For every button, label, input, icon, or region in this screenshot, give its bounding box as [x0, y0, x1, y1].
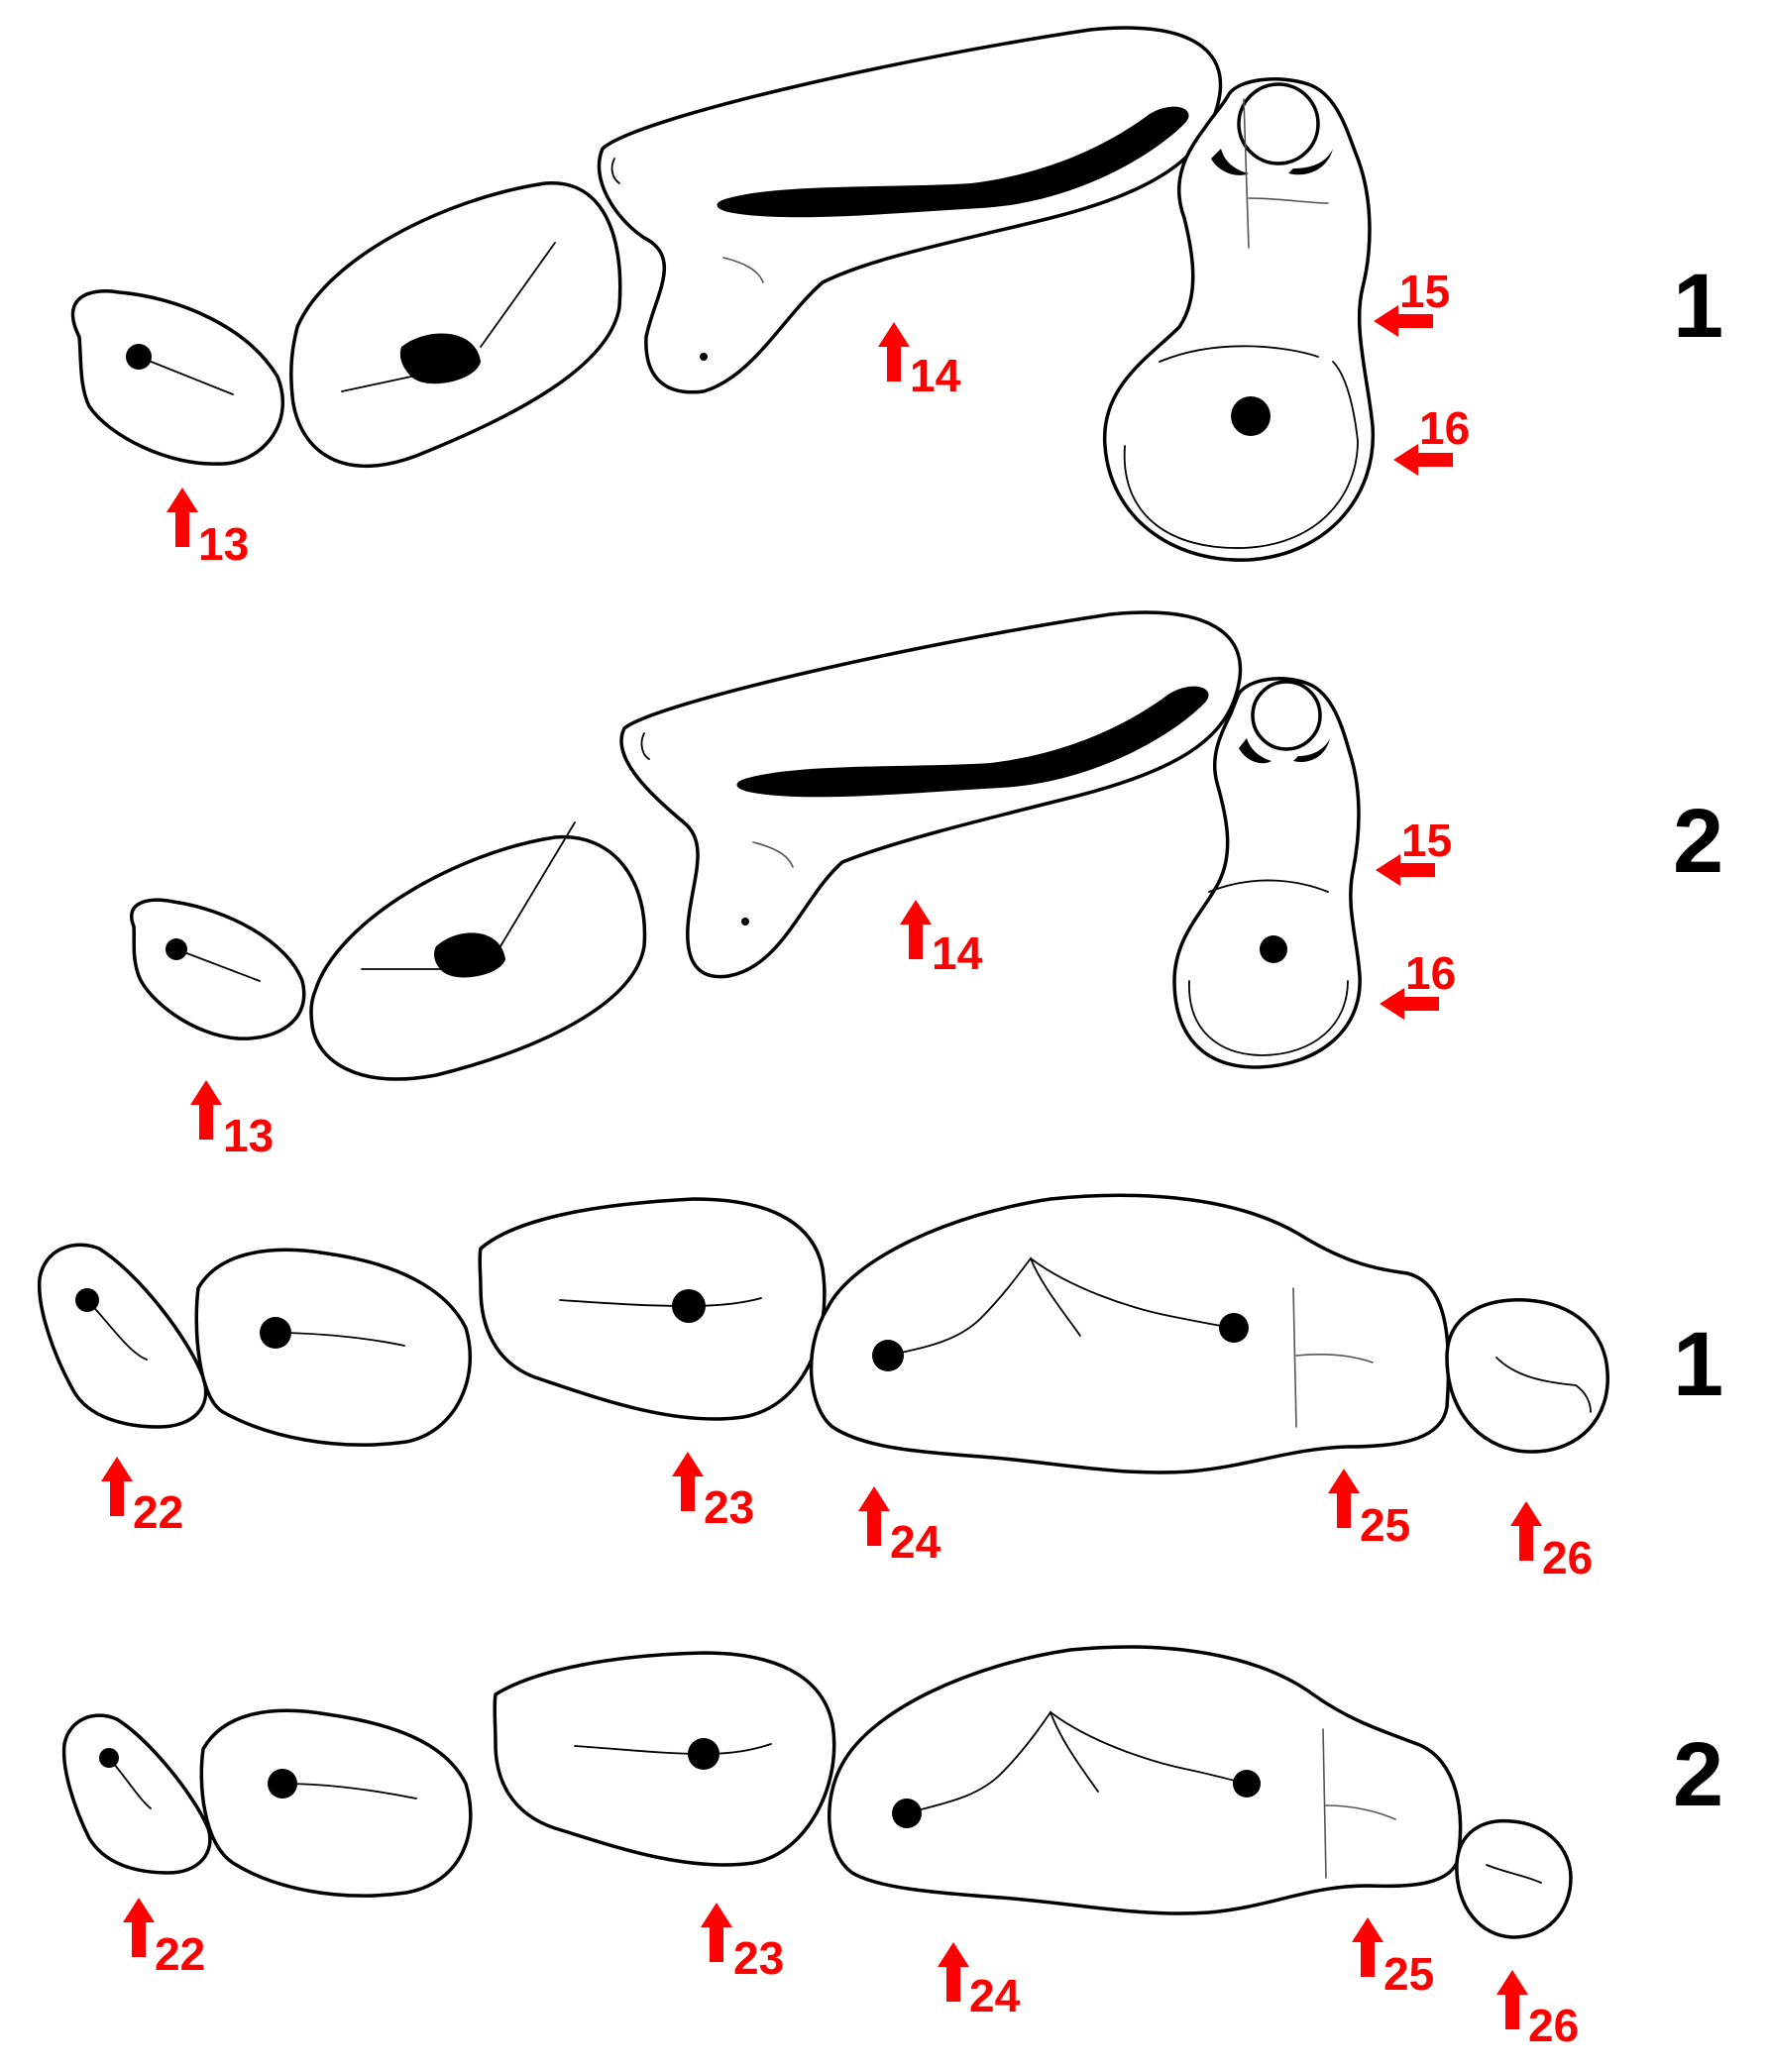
arrow-25-panel3	[1328, 1469, 1360, 1528]
panel-1: 13 14 15 16 1	[70, 26, 1723, 570]
arrow-label-25-panel4: 25	[1383, 1948, 1434, 2000]
arrow-13-panel1	[166, 488, 198, 547]
bone-24-25	[827, 1645, 1463, 1915]
arrow-23-panel3	[672, 1452, 704, 1511]
arrow-14-panel1	[878, 322, 910, 382]
bone-14a	[289, 181, 622, 468]
arrow-label-14-panel1: 14	[910, 350, 961, 401]
arrow-22-panel4	[123, 1898, 155, 1957]
bone-26	[1455, 1818, 1573, 1939]
arrow-label-22-panel3: 22	[133, 1486, 183, 1538]
arrow-label-26-panel4: 26	[1528, 2000, 1579, 2051]
arrow-label-22-panel4: 22	[155, 1928, 205, 1980]
arrow-label-14-panel2: 14	[932, 927, 983, 979]
bone-14	[619, 610, 1243, 979]
arrow-22-panel3	[101, 1457, 133, 1516]
panel-label-2-bottom: 2	[1673, 1724, 1723, 1825]
bone-13	[70, 289, 284, 466]
bone-15-16	[1103, 77, 1376, 562]
arrow-label-16-panel1: 16	[1419, 402, 1470, 454]
arrow-26-panel3	[1510, 1501, 1542, 1561]
arrow-23-panel4	[701, 1903, 732, 1962]
arrow-25-panel4	[1352, 1917, 1383, 1977]
arrow-label-24-panel3: 24	[890, 1516, 941, 1568]
arrow-label-15-panel1: 15	[1399, 266, 1450, 317]
panel-label-2-second: 2	[1673, 791, 1723, 892]
arrow-label-15-panel2: 15	[1401, 815, 1452, 866]
arrow-26-panel4	[1496, 1970, 1528, 2029]
bone-23	[478, 1197, 827, 1421]
arrow-14-panel2	[900, 900, 932, 959]
arrow-label-23-panel4: 23	[733, 1932, 784, 1984]
arrow-label-13-panel2: 13	[223, 1110, 274, 1161]
arrow-label-24-panel4: 24	[969, 1970, 1021, 2021]
arrow-label-13-panel1: 13	[198, 518, 249, 570]
arrow-24-panel4	[938, 1942, 969, 2002]
bone-24-25	[809, 1193, 1451, 1474]
arrow-label-25-panel3: 25	[1360, 1499, 1410, 1551]
arrow-13-panel2	[190, 1080, 222, 1140]
panel-label-1-third: 1	[1673, 1314, 1723, 1415]
arrow-label-16-panel2: 16	[1405, 947, 1456, 999]
bone-22b	[199, 1708, 473, 1898]
panel-2: 13 14 15 16 2	[130, 610, 1723, 1161]
panel-4: 22 23 24 25 26 2	[61, 1645, 1723, 2051]
panel-label-1-top: 1	[1673, 256, 1723, 357]
panel-3: 22 23 24 25 26 1	[37, 1193, 1723, 1583]
bone-22b	[194, 1248, 472, 1447]
bone-23	[493, 1651, 836, 1867]
arrow-24-panel3	[858, 1486, 890, 1546]
bone-22	[37, 1243, 208, 1429]
arrow-label-23-panel3: 23	[704, 1481, 754, 1533]
bone-13	[130, 898, 306, 1040]
arrow-label-26-panel3: 26	[1542, 1532, 1593, 1583]
bone-15-16	[1172, 677, 1362, 1069]
